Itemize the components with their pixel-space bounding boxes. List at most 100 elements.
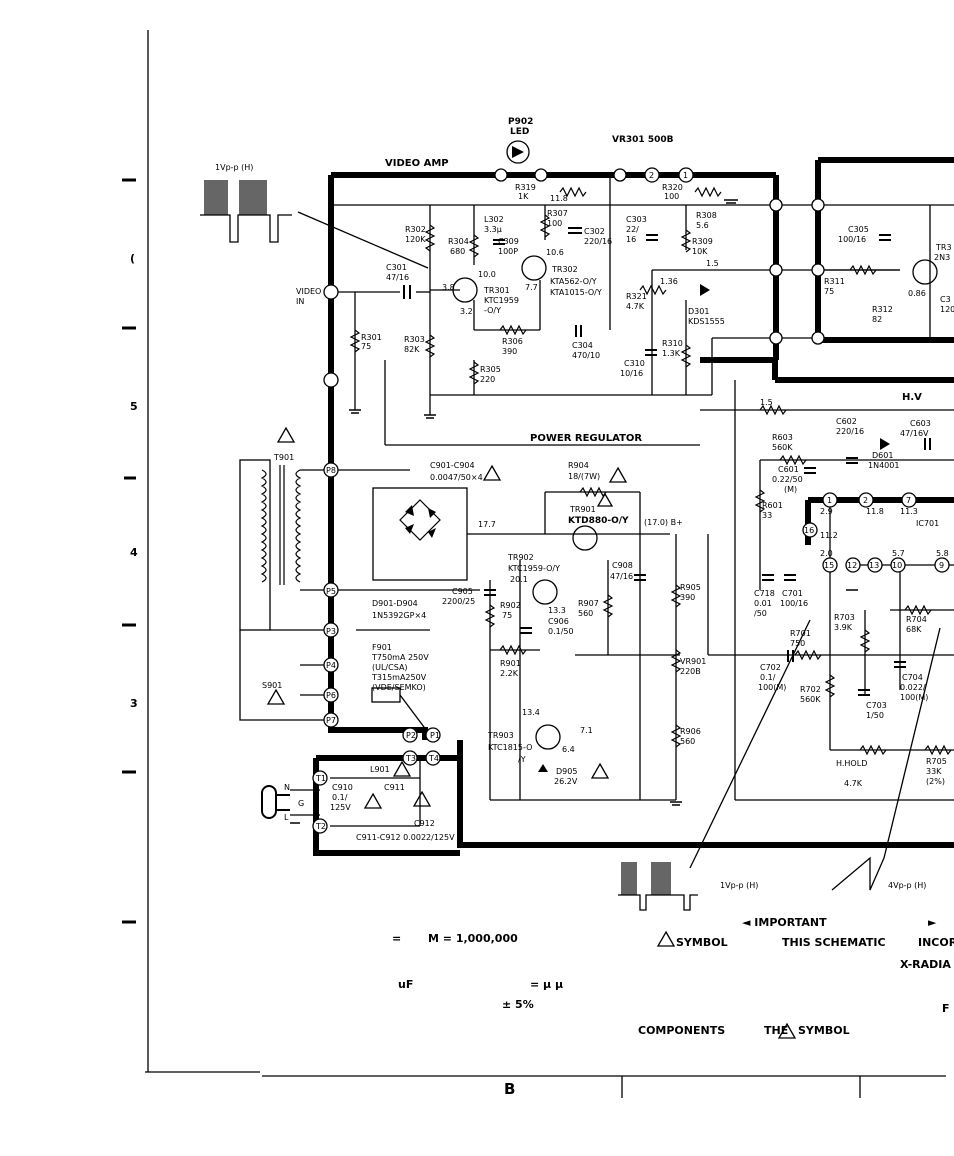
c302-value: 220/16: [584, 237, 612, 246]
ic-pin-numbers: 2 1 1 2 7 16 15 12 13 10 9: [649, 171, 944, 570]
c301-value: 47/16: [386, 273, 409, 282]
c911-912-label: C911-C912 0.0022/125V: [356, 833, 455, 842]
c901-label: C901-C904: [430, 461, 475, 470]
section-hv: H.V: [902, 392, 922, 403]
plug-n: N: [284, 783, 290, 792]
video-in-label-2: IN: [296, 297, 304, 306]
tr902-label: TR902: [507, 553, 534, 562]
note-mu: = μ μ: [530, 978, 563, 991]
voltage-3-2: 3.2: [460, 307, 473, 316]
waveform-right-label: 4Vp-p (H): [888, 881, 926, 890]
tr903-v1: KTC1815-O: [488, 743, 532, 752]
d301-value: KDS1555: [688, 317, 725, 326]
c303-label: C303: [626, 215, 647, 224]
connector-p3: P3: [326, 627, 336, 636]
pin-1: 1: [683, 171, 688, 180]
r902-value: 75: [502, 611, 512, 620]
d301-label: D301: [688, 307, 709, 316]
transformer-t901: [239, 459, 331, 721]
voltage-2-9: 2.9: [820, 507, 833, 516]
r310-label: R310: [662, 339, 683, 348]
vr901-label: VR901: [680, 657, 706, 666]
c905-value: 2200/25: [442, 597, 475, 606]
margin-mark-3: 4: [130, 546, 138, 559]
c304-value: 470/10: [572, 351, 600, 360]
ground-symbols: [290, 199, 858, 824]
voltage-11-8b: 11.8: [866, 507, 884, 516]
r906-value: 560: [680, 737, 695, 746]
note-the: THE: [764, 1024, 788, 1037]
r901-value: 2.2K: [500, 669, 519, 678]
note-incor: INCOR: [918, 936, 954, 949]
pin-7: 7: [906, 496, 911, 505]
r704-label: R704: [906, 615, 927, 624]
tr903-label: TR903: [487, 731, 514, 740]
connector-p7: P7: [326, 716, 336, 725]
c309-label: C309: [498, 237, 519, 246]
tr302-label: TR302: [551, 265, 578, 274]
r301-value: 75: [361, 342, 371, 351]
r601-value: 33: [762, 511, 772, 520]
voltage-1-5a: 1.5: [706, 259, 719, 268]
r311-value: 75: [824, 287, 834, 296]
capacitor-symbols: [403, 227, 931, 696]
c601-v2: (M): [784, 485, 797, 494]
margin-mark-4: 3: [130, 697, 138, 710]
connector-p8: P8: [326, 466, 336, 475]
r702-label: R702: [800, 685, 821, 694]
margin-mark-2: 5: [130, 400, 138, 413]
r705-label: R705: [926, 757, 947, 766]
c718-v2: /50: [754, 609, 767, 618]
voltage-7-7: 7.7: [525, 283, 538, 292]
r321-label: R321: [626, 292, 647, 301]
tr302-v1: KTA562-O/Y: [550, 277, 597, 286]
c310-label: C310: [624, 359, 645, 368]
connector-p2: P2: [406, 731, 416, 740]
r906-label: R906: [680, 727, 701, 736]
c908-label: C908: [612, 561, 633, 570]
s901-label: S901: [262, 681, 282, 690]
tr301-v2: -O/Y: [484, 306, 501, 315]
r701-label: R701: [790, 629, 811, 638]
section-power-regulator: POWER REGULATOR: [530, 433, 642, 444]
d901-value: 1N5392GP×4: [372, 611, 426, 620]
r907-label: R907: [578, 599, 599, 608]
connector-nodes: [312, 168, 917, 834]
voltage-11-8a: 11.8: [550, 194, 568, 203]
voltage-readings: 11.8 10.0 10.6 7.7 3.8 3.2 1.5 1.36 1.5 …: [442, 194, 949, 754]
c906-label: C906: [548, 617, 569, 626]
r320-label: R320: [662, 183, 683, 192]
waveform-left: [200, 180, 429, 269]
r904-value: 18/(7W): [568, 472, 600, 481]
voltage-1-5b: 1.5: [760, 398, 773, 407]
b-plus-label: (17.0) B+: [644, 518, 683, 527]
voltage-17-7: 17.7: [478, 520, 496, 529]
pin-2: 2: [649, 171, 654, 180]
voltage-5-7: 5.7: [892, 549, 905, 558]
c908-value: 47/16: [610, 572, 633, 581]
r601-label: R601: [762, 501, 783, 510]
r302-value: 120K: [405, 235, 426, 244]
c701-label: C701: [782, 589, 803, 598]
c905-label: C905: [452, 587, 473, 596]
vr901-value: 220B: [680, 667, 701, 676]
diode-d301: [700, 284, 710, 296]
d601-label: D601: [872, 451, 893, 460]
c305-label: C305: [848, 225, 869, 234]
c601-v1: 0.22/50: [772, 475, 803, 484]
c910-v2: 125V: [330, 803, 351, 812]
p902-sub: LED: [510, 127, 529, 137]
t901-label: T901: [273, 453, 294, 462]
note-important: ◄ IMPORTANT: [742, 916, 827, 929]
r312-value: 82: [872, 315, 882, 324]
p902-label: P902: [508, 117, 533, 127]
r902-label: R902: [500, 601, 521, 610]
c703-value: 1/50: [866, 711, 884, 720]
footer-b: B: [504, 1080, 515, 1098]
r-hold-value: 4.7K: [844, 779, 863, 788]
voltage-1-36: 1.36: [660, 277, 678, 286]
c310-value: 10/16: [620, 369, 643, 378]
r311-label: R311: [824, 277, 845, 286]
c602-value: 220/16: [836, 427, 864, 436]
r304-label: R304: [448, 237, 469, 246]
